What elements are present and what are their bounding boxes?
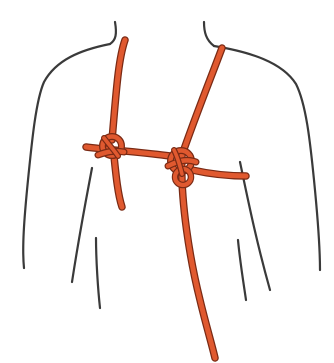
neck-right [204,22,214,46]
rope-harness [86,40,246,358]
right-side [240,162,270,290]
right-underarm [238,240,246,300]
left-side [72,168,92,282]
right-shoulder [214,46,320,270]
left-underarm [96,238,100,308]
rope-right-shoulder-strand [182,48,222,358]
left-knot [98,137,124,157]
neck-left [110,22,116,44]
